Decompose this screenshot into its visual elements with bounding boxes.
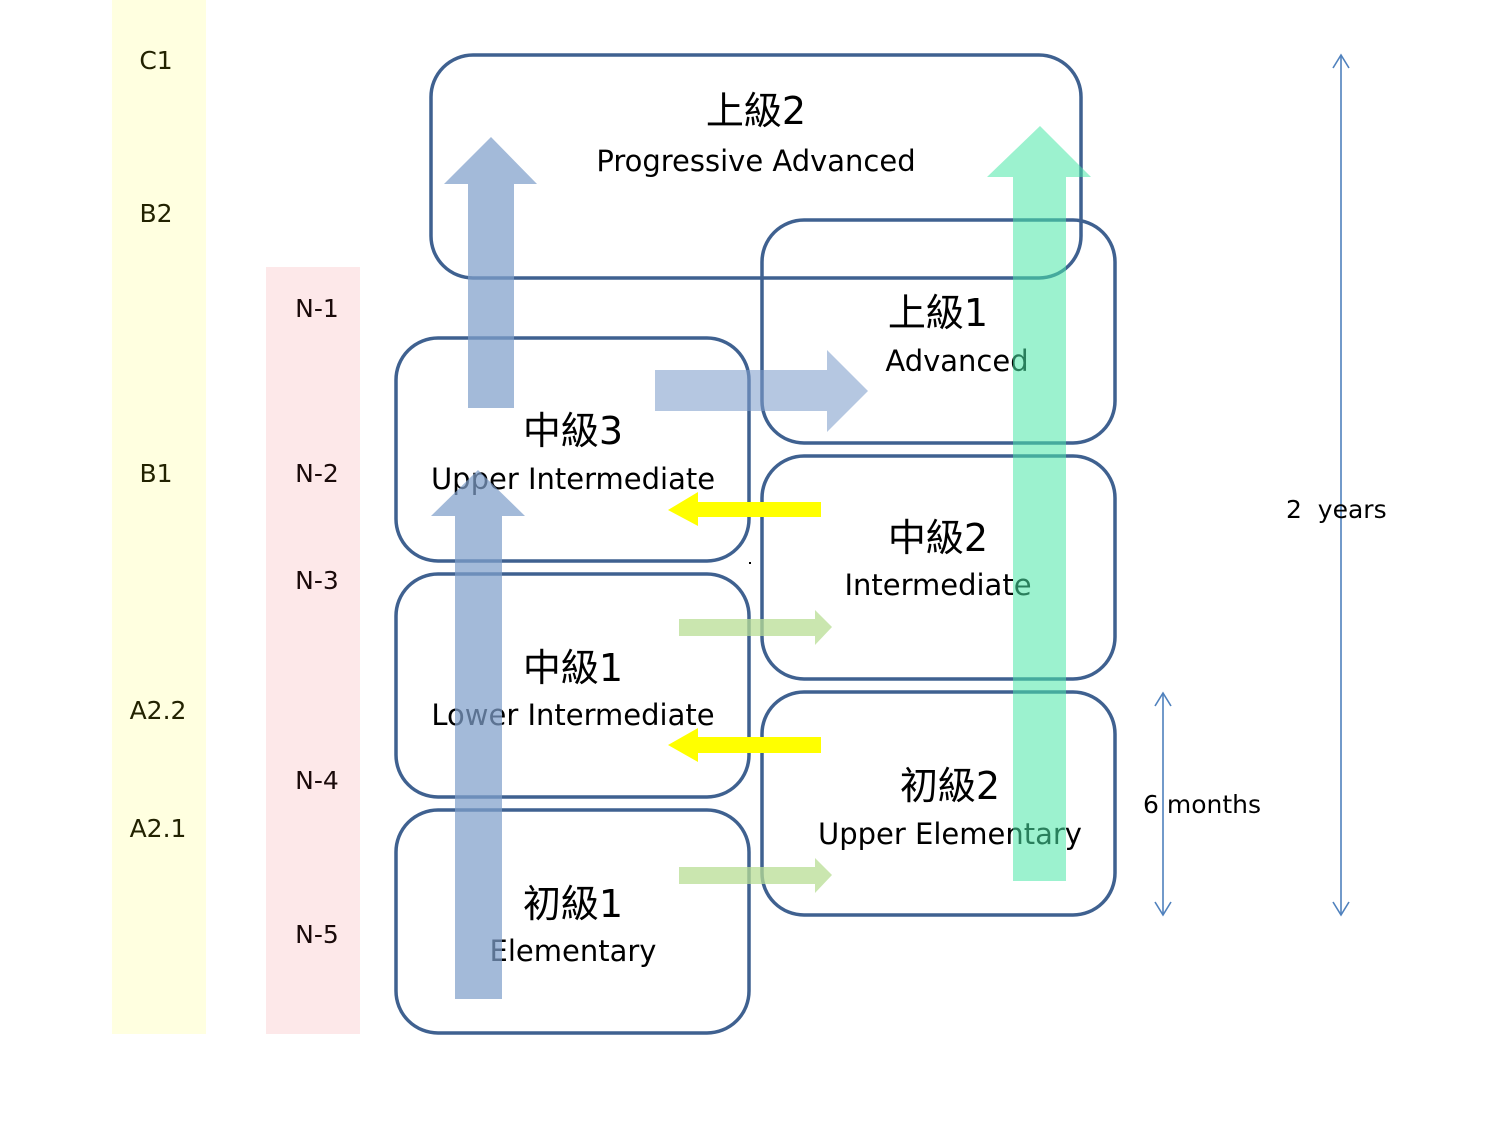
course-jp-joukyu1: 上級1: [888, 291, 988, 335]
course-box-joukyu1: [760, 218, 1117, 445]
course-box-chuukyu2: [760, 454, 1117, 681]
duration-label-2-years: 2 years: [1286, 495, 1387, 524]
jlpt-label-n4: N-4: [295, 766, 339, 795]
course-en-chuukyu2: Intermediate: [844, 568, 1031, 602]
course-jp-chuukyu3: 中級3: [523, 409, 623, 453]
jlpt-band: [266, 267, 360, 1034]
arrow-left-to-chuukyu3-icon: [668, 492, 821, 526]
course-en-shokyu1: Elementary: [490, 934, 657, 968]
arrow-right-to-shokyu2-icon: [679, 858, 832, 893]
duration-arrow-2-years-icon: [1332, 53, 1350, 917]
course-jp-joukyu2: 上級2: [706, 89, 806, 133]
course-jp-chuukyu2: 中級2: [888, 516, 988, 560]
jlpt-label-n1: N-1: [295, 294, 339, 323]
course-jp-chuukyu1: 中級1: [523, 646, 623, 690]
course-jp-shokyu1: 初級1: [523, 882, 623, 926]
course-en-joukyu1: Advanced: [885, 344, 1028, 378]
course-boxes: [394, 53, 1117, 1035]
cefr-label-a2-2: A2.2: [130, 696, 187, 725]
course-box-shokyu2: [760, 690, 1117, 917]
arrow-left-to-chuukyu1-icon: [668, 728, 821, 762]
duration-arrow-6-months-icon: [1154, 691, 1172, 917]
jlpt-label-n5: N-5: [295, 920, 339, 949]
cefr-band: [112, 0, 206, 1034]
jlpt-label-n2: N-2: [295, 459, 339, 488]
duration-indicators: [1154, 53, 1350, 917]
course-box-chuukyu3: [394, 336, 751, 563]
jlpt-labels: N-1 N-2 N-3 N-4 N-5: [295, 294, 339, 949]
arrow-up-green-to-joukyu2-icon: [987, 126, 1091, 881]
course-box-chuukyu1: [394, 572, 751, 799]
arrow-up-to-chuukyu3-icon: [431, 470, 525, 999]
arrow-up-to-joukyu2-icon: [444, 137, 537, 408]
course-box-shokyu1: [394, 808, 751, 1035]
cefr-label-a2-1: A2.1: [130, 814, 187, 843]
course-jp-shokyu2: 初級2: [900, 764, 1000, 808]
course-box-joukyu2: [429, 53, 1083, 280]
cefr-label-c1: C1: [139, 46, 172, 75]
jlpt-label-n3: N-3: [295, 566, 339, 595]
stray-dot: [749, 562, 751, 564]
progression-arrows: [431, 126, 1091, 999]
duration-label-6-months: 6 months: [1143, 790, 1261, 819]
cefr-label-b1: B1: [139, 459, 172, 488]
arrow-right-to-chuukyu2-icon: [679, 610, 832, 645]
cefr-labels: C1 B2 B1 A2.2 A2.1: [130, 46, 187, 843]
course-en-joukyu2: Progressive Advanced: [596, 144, 915, 178]
cefr-label-b2: B2: [139, 199, 172, 228]
arrow-right-to-joukyu1-icon: [655, 350, 868, 432]
